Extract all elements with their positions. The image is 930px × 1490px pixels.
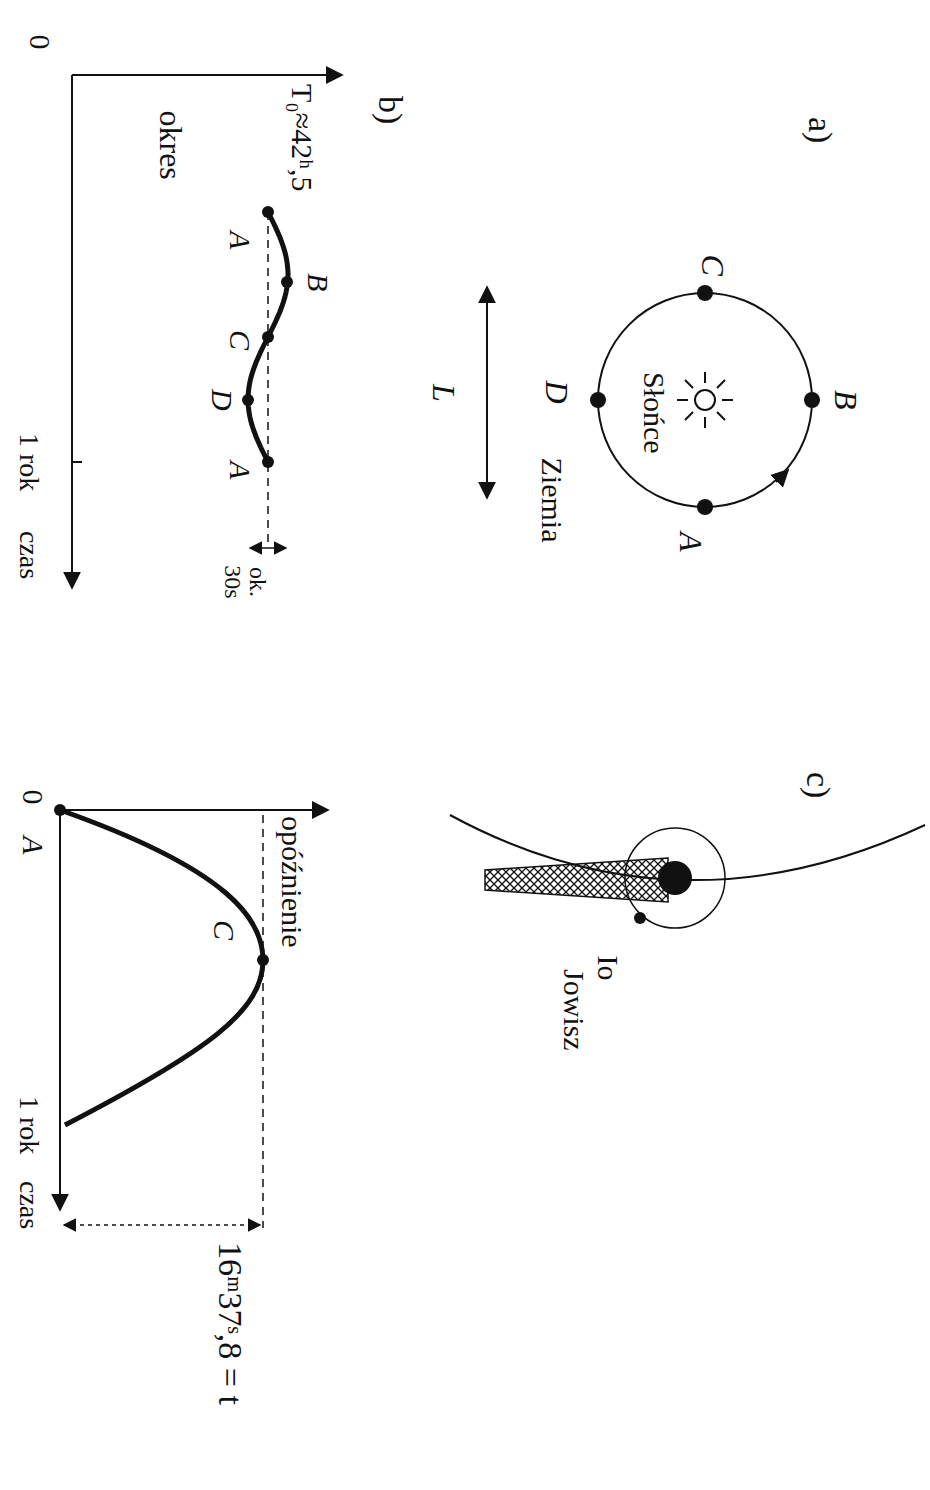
jupiter-system [450, 815, 925, 928]
delay-graph [54, 804, 328, 1228]
text-label: Ziemia [537, 456, 569, 545]
text-label: c) [800, 770, 836, 800]
text-label: 1 rok [15, 1094, 44, 1156]
text-label: D [539, 379, 573, 406]
earth-orbit [590, 285, 820, 515]
text-label: A [673, 530, 707, 554]
text-label: Słońce [639, 370, 671, 456]
text-label: L [426, 382, 460, 404]
text-label: a) [802, 115, 838, 145]
text-label: A [18, 834, 50, 856]
text-label: 0 [25, 33, 57, 52]
distance-arrow [486, 287, 488, 498]
text-label: b) [372, 94, 408, 126]
text-label: czas [15, 529, 44, 581]
text-label: opóźnienie [277, 814, 309, 950]
period-graph [72, 75, 342, 588]
text-label: B [303, 271, 335, 293]
text-label: 1 rok [15, 431, 44, 493]
text-label: czas [15, 1179, 44, 1231]
text-label: 0 [18, 788, 50, 807]
text-label: C [209, 918, 241, 942]
text-label: C [695, 253, 729, 278]
text-label: B [828, 388, 862, 412]
sun-symbol [677, 372, 733, 428]
text-label: okres [153, 109, 187, 182]
text-label: ok. 30s [220, 555, 270, 609]
text-label: A [225, 229, 257, 251]
text-label: Jowisz [559, 967, 591, 1053]
text-label: A [225, 459, 257, 481]
text-label: C [225, 328, 257, 352]
text-label: 16ᵐ37ˢ,8 = t [212, 1240, 248, 1407]
text-label: T₀≈42ʰ,5 [287, 82, 319, 193]
text-label: Io [593, 954, 625, 983]
text-label: D [207, 387, 239, 413]
